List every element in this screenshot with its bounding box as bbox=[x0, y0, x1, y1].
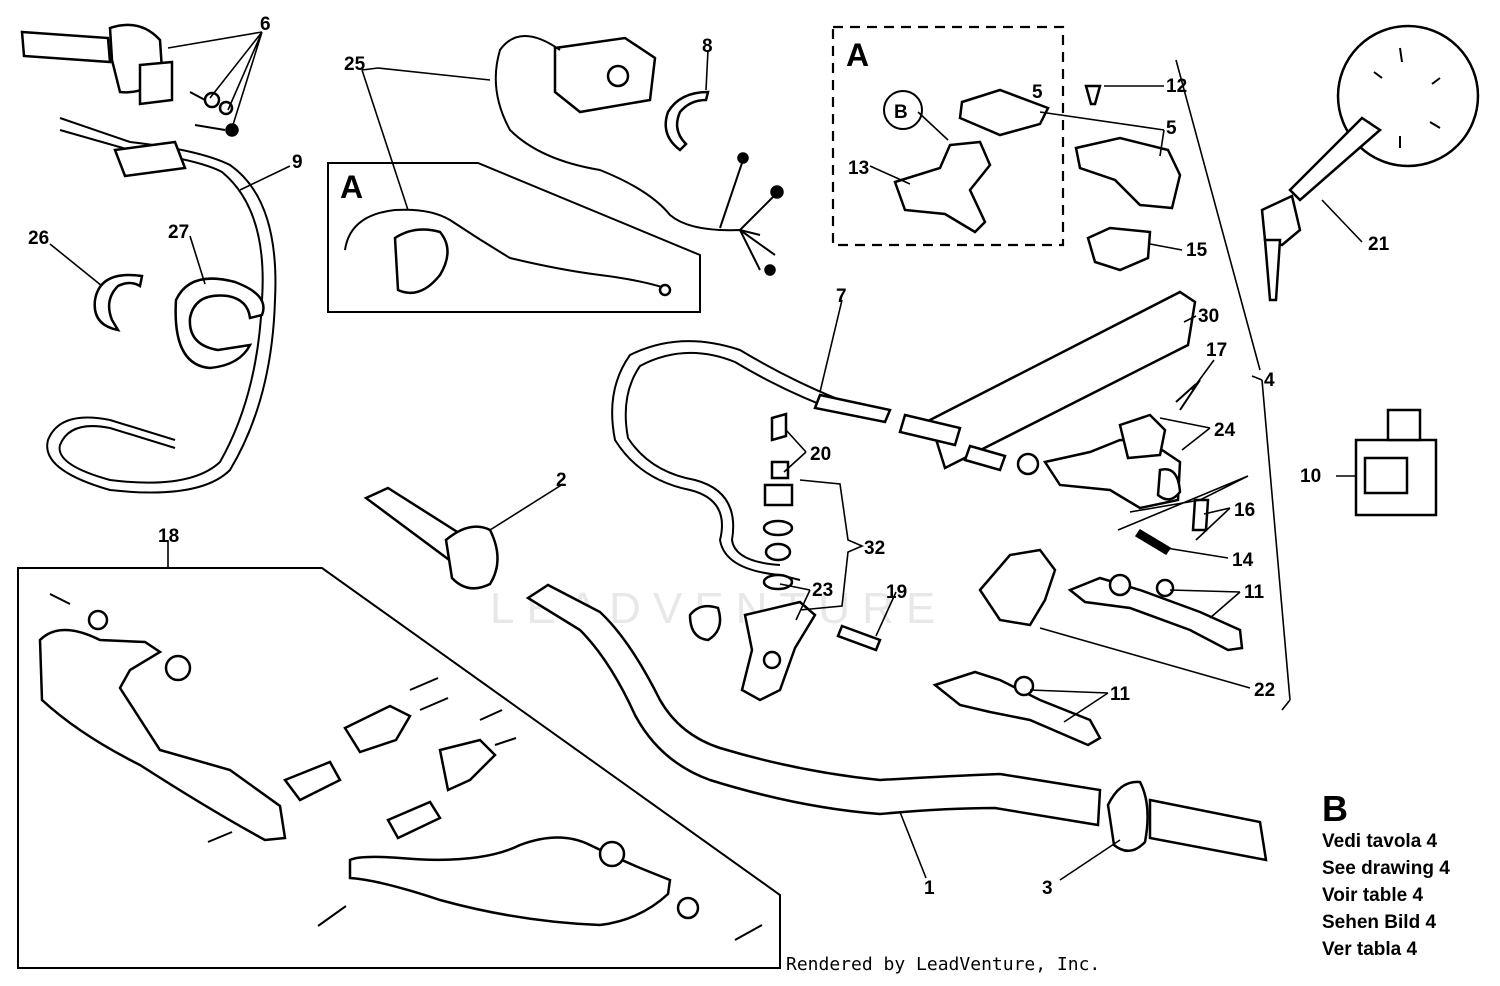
master-cylinder-body-13 bbox=[893, 140, 992, 234]
right-handguard bbox=[317, 836, 763, 941]
bolt-17 bbox=[1175, 379, 1201, 411]
detail-label-b: B bbox=[894, 102, 908, 123]
legend-line-english: See drawing 4 bbox=[1322, 858, 1450, 879]
callout-22: 22 bbox=[1254, 680, 1275, 701]
reservoir-cover-5 bbox=[1074, 136, 1182, 210]
callout-20: 20 bbox=[810, 444, 831, 465]
brake-fluid-bottle-10 bbox=[1354, 408, 1438, 517]
rendered-by-credit: Rendered by LeadVenture, Inc. bbox=[786, 954, 1101, 975]
callout-6: 6 bbox=[260, 14, 271, 35]
clutch-cable-7 bbox=[611, 340, 841, 581]
detail-box-a-right bbox=[831, 25, 1065, 247]
callout-5-top: 5 bbox=[1032, 82, 1043, 103]
callout-23: 23 bbox=[812, 580, 833, 601]
callout-21: 21 bbox=[1368, 234, 1390, 255]
callout-18: 18 bbox=[158, 526, 179, 547]
right-grip-3 bbox=[1106, 780, 1268, 862]
spring-14 bbox=[1134, 528, 1172, 556]
callout-12: 12 bbox=[1166, 76, 1187, 97]
detail-label-a-right: A bbox=[846, 37, 869, 73]
handlebar-1 bbox=[525, 583, 1102, 827]
callout-8: 8 bbox=[702, 36, 713, 57]
bar-pad-30 bbox=[928, 290, 1197, 470]
detail-box-a-left bbox=[327, 162, 701, 313]
legend-title: B bbox=[1322, 788, 1348, 829]
callout-30: 30 bbox=[1198, 306, 1219, 327]
bracket-4 bbox=[1175, 59, 1291, 711]
kill-switch-assembly bbox=[494, 35, 784, 276]
callout-17: 17 bbox=[1206, 340, 1227, 361]
detail-circle-b bbox=[883, 90, 923, 130]
circlip-8 bbox=[664, 90, 710, 152]
callout-15: 15 bbox=[1186, 240, 1208, 261]
callout-5-right: 5 bbox=[1166, 118, 1177, 139]
cable-clip-26 bbox=[93, 273, 144, 332]
callout-3: 3 bbox=[1042, 878, 1053, 899]
legend-line-german: Sehen Bild 4 bbox=[1322, 912, 1437, 933]
clutch-lever-11 bbox=[932, 670, 1102, 747]
callout-7: 7 bbox=[836, 286, 847, 307]
callout-1: 1 bbox=[924, 878, 935, 899]
callout-16: 16 bbox=[1234, 500, 1255, 521]
callout-26: 26 bbox=[28, 228, 49, 249]
legend-line-spanish: Ver tabla 4 bbox=[1322, 939, 1418, 960]
throttle-grip-assembly bbox=[20, 23, 239, 137]
callout-9: 9 bbox=[292, 152, 303, 173]
mirror-21 bbox=[1260, 24, 1480, 302]
callout-2: 2 bbox=[556, 470, 567, 491]
left-grip-2 bbox=[363, 486, 499, 590]
legend-see-drawing-4: B Vedi tavola 4 See drawing 4 Voir table… bbox=[1322, 790, 1497, 963]
bracket-32 bbox=[799, 479, 865, 611]
clutch-perch-22 bbox=[978, 548, 1057, 627]
handguard-clamps bbox=[283, 677, 517, 840]
callout-27: 27 bbox=[168, 222, 189, 243]
callout-11-a: 11 bbox=[1244, 582, 1265, 603]
callout-32: 32 bbox=[864, 538, 885, 559]
detail-label-a-left: A bbox=[340, 169, 363, 205]
master-cylinder-24 bbox=[1042, 413, 1182, 510]
callout-4: 4 bbox=[1264, 370, 1275, 391]
handguard-group-box bbox=[17, 567, 781, 969]
callout-10: 10 bbox=[1300, 466, 1321, 487]
wiring-harness-detail-a bbox=[344, 208, 672, 297]
callout-24: 24 bbox=[1214, 420, 1236, 441]
pin-16 bbox=[1191, 498, 1210, 532]
legend-line-french: Voir table 4 bbox=[1322, 885, 1424, 906]
callout-14: 14 bbox=[1232, 550, 1254, 571]
left-handguard bbox=[38, 593, 287, 843]
throttle-cable bbox=[46, 117, 277, 494]
callout-25: 25 bbox=[344, 54, 366, 75]
reservoir-cover-detail bbox=[958, 88, 1050, 137]
callout-11-b: 11 bbox=[1110, 684, 1131, 705]
cable-clamp-27 bbox=[174, 277, 265, 370]
cable-adjuster-stack bbox=[688, 412, 882, 702]
leader-lines bbox=[49, 31, 1363, 881]
screw-12 bbox=[1084, 84, 1102, 106]
legend-line-italian: Vedi tavola 4 bbox=[1322, 831, 1438, 852]
callout-19: 19 bbox=[886, 582, 907, 603]
callout-13: 13 bbox=[848, 158, 869, 179]
cable-adjuster bbox=[813, 393, 892, 424]
diaphragm-15 bbox=[1086, 226, 1152, 272]
